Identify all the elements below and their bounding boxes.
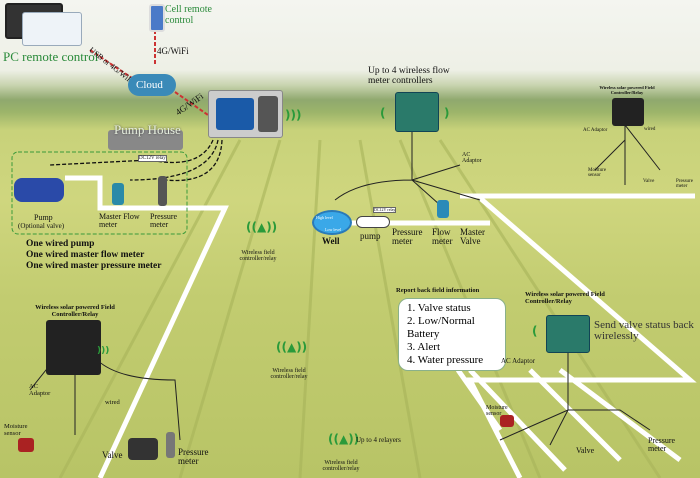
pressure-meter-label: Pressure meter — [392, 227, 423, 247]
wired-label: wired — [105, 399, 120, 406]
main-controller-keypad — [258, 96, 278, 132]
phone — [149, 4, 165, 32]
ac-adaptor-label: AC Adaptor — [462, 152, 482, 165]
pump-note: (Optional valve) — [18, 222, 65, 230]
master-flow-meter-icon — [112, 183, 124, 205]
report-item: 4. Water pressure — [407, 354, 484, 366]
pump-wheel-icon — [356, 216, 390, 228]
pump-icon — [14, 178, 64, 202]
cloud — [128, 74, 176, 96]
relay-label: Wireless field controller/relay — [322, 460, 360, 473]
relay-antenna-icon: ((▲)) — [276, 340, 308, 354]
valve-label: Valve — [643, 179, 655, 184]
flow-meter-label: Flow meter — [432, 227, 453, 247]
link-cell-cloud: 4G/WiFi — [157, 46, 189, 56]
high-level-label: High level — [316, 215, 333, 220]
main-controller-screen — [216, 98, 254, 130]
pump-label: Pump — [34, 213, 53, 222]
wifi-icon: ) — [444, 106, 450, 120]
moisture-sensor-icon — [18, 438, 34, 452]
wired-label: wired — [644, 127, 656, 132]
report-item: 3. Alert — [407, 341, 440, 353]
solar-controller — [46, 320, 101, 375]
valve-label: Valve — [576, 446, 595, 455]
ac-adaptor-label: AC Adaptor — [29, 383, 51, 397]
pressure-label: Pressure meter — [178, 447, 209, 467]
cloud-label: Cloud — [136, 79, 163, 91]
valve-label: Valve — [102, 450, 123, 460]
flow-controllers-title: Up to 4 wireless flow meter controllers — [368, 66, 450, 86]
report-item: 2. Low/Normal Battery — [407, 315, 475, 340]
valve-icon — [128, 438, 158, 460]
pc-screen — [22, 12, 82, 46]
right-controller-box — [546, 315, 590, 353]
moisture-label: Moisture sensor — [486, 405, 508, 418]
report-title: Report back field information — [396, 287, 480, 294]
pressure-label: Pressure meter — [150, 212, 178, 230]
pump-note-2: One wired master flow meter — [26, 250, 145, 260]
moisture-label: Moisture sensor — [4, 423, 28, 437]
pump-label: pump — [360, 231, 381, 241]
wifi-icon: ( — [532, 324, 538, 338]
pressure-label: Pressure meter — [648, 436, 676, 454]
flow-controller-box — [395, 92, 439, 132]
low-level-label: Low level — [325, 227, 342, 232]
moisture-sensor-icon — [500, 415, 514, 427]
right-controller-title: Wireless solar powered Field Controller/… — [525, 291, 605, 305]
relay-antenna-icon: ((▲)) — [246, 220, 278, 234]
ac-adaptor-label: AC Adaptor — [583, 128, 608, 133]
relay-label: Wireless field controller/relay — [270, 368, 308, 381]
pump-house-label: Pump House — [114, 122, 181, 137]
wifi-icon: ))) — [285, 108, 302, 122]
well — [312, 210, 352, 235]
send-status-label: Send valve status back wirelessly — [594, 319, 694, 342]
master-valve-label: Master Valve — [460, 227, 485, 247]
pressure-meter-icon — [166, 432, 175, 458]
wifi-icon: ( — [380, 106, 386, 120]
pc-remote-label: PC remote control — [3, 49, 99, 64]
left-controller-title: Wireless solar powered Field Controller/… — [35, 304, 115, 318]
solar-controller — [612, 98, 644, 126]
pump-house — [108, 130, 183, 150]
cell-remote-label: Cell remote control — [165, 4, 212, 26]
flow-meter-icon — [437, 200, 449, 218]
well-label: Well — [322, 236, 340, 246]
pressure-meter-icon — [158, 176, 167, 206]
relay-label: Wireless field controller/relay — [239, 250, 277, 263]
pump-note-1: One wired pump — [26, 239, 95, 249]
relay-tag: DC12V relay — [138, 155, 167, 163]
moisture-label: Moisture sensor — [588, 168, 607, 179]
ac-adaptor-label: AC Adaptor — [501, 357, 536, 365]
pump-tag: DC12V relay — [373, 207, 397, 214]
pump-note-3: One wired master pressure meter — [26, 261, 162, 271]
relay-antenna-icon: ((▲)) — [328, 432, 360, 446]
top-right-title: Wireless solar powered Field Controller/… — [599, 85, 655, 95]
report-item: 1. Valve status — [407, 302, 471, 314]
relay-note: Up to 4 relayers — [356, 436, 401, 444]
wifi-icon: ))) — [97, 346, 110, 356]
pressure-label: Pressure meter — [676, 179, 693, 190]
master-flow-label: Master Flow meter — [99, 212, 140, 230]
report-box: 1. Valve status 2. Low/Normal Battery 3.… — [398, 298, 506, 371]
